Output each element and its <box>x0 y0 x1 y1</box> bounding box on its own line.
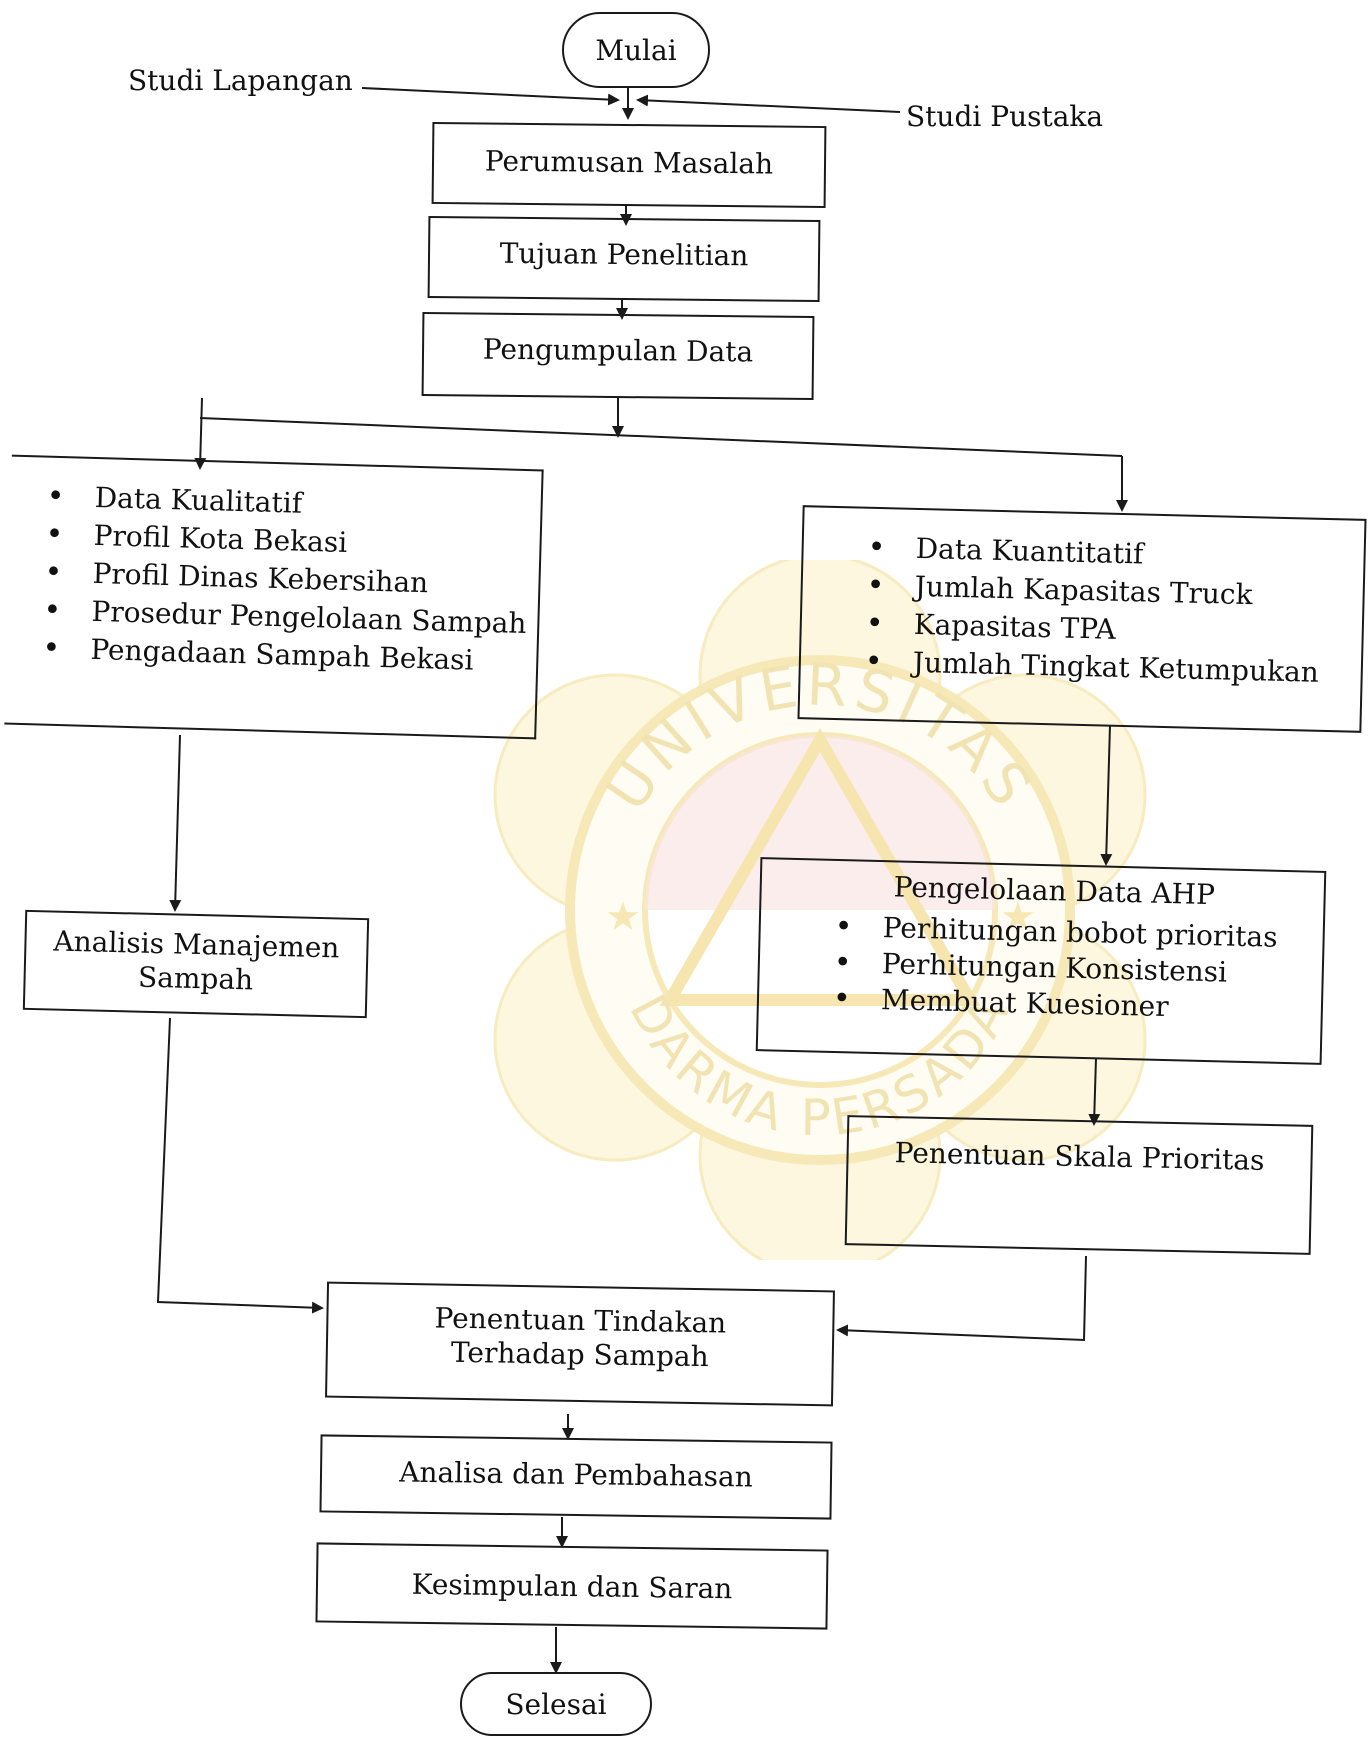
svg-text:★: ★ <box>605 894 641 940</box>
start-terminal: Mulai <box>562 12 710 88</box>
step-pengumpulan-label: Pengumpulan Data <box>482 332 754 369</box>
ahp-list: Perhitungan bobot prioritas Perhitungan … <box>829 909 1278 1028</box>
step-pengumpulan-data: Pengumpulan Data <box>421 311 815 401</box>
data-kuantitatif-box: Data Kuantitatif Jumlah Kapasitas Truck … <box>797 505 1367 733</box>
input-studi-pustaka: Studi Pustaka <box>906 100 1104 133</box>
end-label: Selesai <box>505 1687 607 1721</box>
pengelolaan-data-ahp-box: Pengelolaan Data AHP Perhitungan bobot p… <box>755 857 1327 1065</box>
step-penentuan-skala-prioritas: Penentuan Skala Prioritas <box>844 1115 1314 1255</box>
step-analisa-pembahasan: Analisa dan Pembahasan <box>319 1434 833 1520</box>
step-penentuan-skala-label: Penentuan Skala Prioritas <box>894 1136 1265 1177</box>
step-tujuan-penelitian: Tujuan Penelitian <box>427 215 821 303</box>
ahp-title: Pengelolaan Data AHP <box>893 870 1216 912</box>
step-kesimpulan-saran: Kesimpulan dan Saran <box>315 1542 829 1630</box>
start-label: Mulai <box>595 33 677 67</box>
step-penentuan-tindakan: Penentuan Tindakan Terhadap Sampah <box>325 1281 835 1407</box>
step-analisis-manajemen-label: Analisis Manajemen Sampah <box>53 924 340 997</box>
step-tujuan-label: Tujuan Penelitian <box>499 236 749 273</box>
step-analisa-label: Analisa dan Pembahasan <box>399 1455 753 1494</box>
step-perumusan-masalah: Perumusan Masalah <box>431 121 827 209</box>
data-kualitatif-box: Data Kualitatif Profil Kota Bekasi Profi… <box>4 454 544 740</box>
step-penentuan-tindakan-label: Penentuan Tindakan Terhadap Sampah <box>434 1301 727 1374</box>
data-kuantitatif-list: Data Kuantitatif Jumlah Kapasitas Truck … <box>860 529 1322 692</box>
step-perumusan-label: Perumusan Masalah <box>484 144 774 181</box>
step-kesimpulan-label: Kesimpulan dan Saran <box>411 1567 733 1606</box>
data-kualitatif-list: Data Kualitatif Profil Kota Bekasi Profi… <box>38 478 530 682</box>
end-terminal: Selesai <box>460 1672 652 1736</box>
step-analisis-manajemen: Analisis Manajemen Sampah <box>22 909 370 1019</box>
input-studi-lapangan: Studi Lapangan <box>128 64 353 97</box>
